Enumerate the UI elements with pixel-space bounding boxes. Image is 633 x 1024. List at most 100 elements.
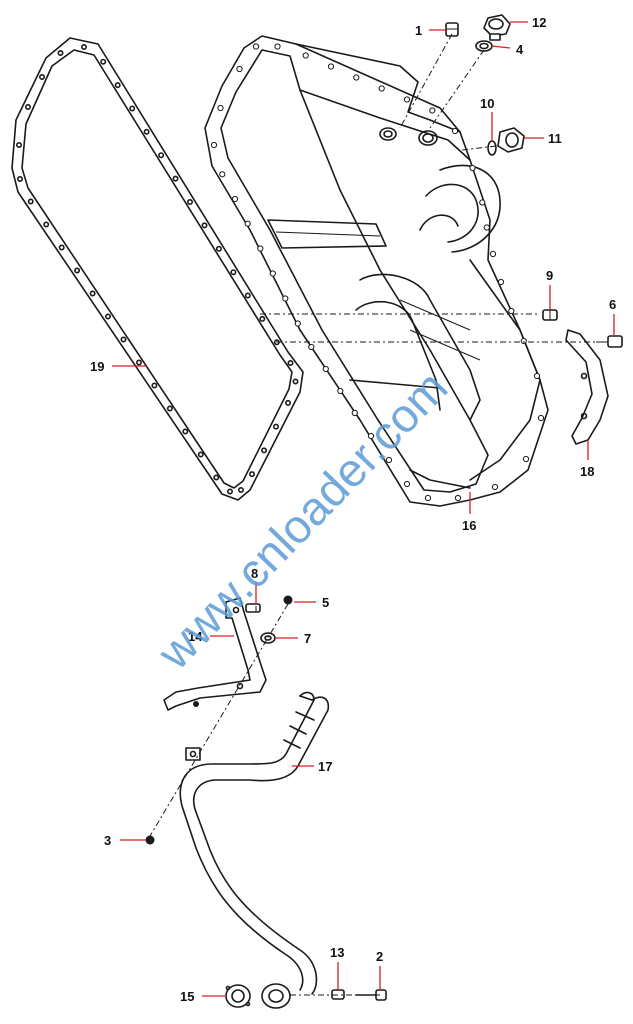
bolt-hole xyxy=(294,320,301,327)
bolt-hole xyxy=(187,199,194,206)
bolt-hole xyxy=(252,43,260,50)
bolt-hole xyxy=(89,290,96,297)
bolt-hole xyxy=(172,175,179,182)
bolt-hole xyxy=(210,141,218,149)
callout-1: 1 xyxy=(415,23,422,38)
bolt-hole xyxy=(259,315,266,322)
bolt-hole xyxy=(236,65,243,73)
nut-part-5 xyxy=(283,595,293,605)
callout-labels: 1 2 3 4 5 6 7 8 9 10 11 12 13 14 15 16 1… xyxy=(90,15,616,1004)
assembly-lines xyxy=(149,33,600,996)
bolt-hole xyxy=(16,176,23,183)
bolt-hole xyxy=(227,488,234,495)
oil-pan-gasket xyxy=(11,37,304,501)
bolt-hole xyxy=(120,336,127,343)
bolt-hole xyxy=(479,199,486,206)
bolt-hole xyxy=(197,451,204,458)
bolt-hole xyxy=(308,343,315,351)
bolt-hole xyxy=(57,49,64,56)
oil-suction-pipe-part-17 xyxy=(179,691,330,995)
bolt-hole xyxy=(322,365,329,373)
bolt-hole xyxy=(378,85,385,92)
bolt-hole xyxy=(136,359,143,366)
pipe-flange xyxy=(261,983,291,1009)
bolt-hole xyxy=(74,267,81,274)
bolt-hole xyxy=(337,387,344,395)
bolt-hole xyxy=(143,128,150,135)
gasket-part-15 xyxy=(225,984,251,1008)
callout-8: 8 xyxy=(251,566,258,581)
callout-6: 6 xyxy=(609,297,616,312)
callout-4: 4 xyxy=(516,42,524,57)
bolt-hole xyxy=(302,52,309,59)
bolt-hole xyxy=(129,105,136,112)
bolt-hole xyxy=(497,278,505,286)
bolt-hole xyxy=(385,456,393,464)
callout-9: 9 xyxy=(546,268,553,283)
bolt-hole xyxy=(166,405,173,412)
bolt-hole xyxy=(105,313,112,320)
callout-leaders xyxy=(112,21,615,997)
bolt-hole xyxy=(217,104,224,112)
bolt-hole xyxy=(537,414,545,422)
callout-15: 15 xyxy=(180,989,194,1004)
bolt-hole xyxy=(151,382,158,389)
bracket-part-18 xyxy=(565,329,609,445)
bolt-hole xyxy=(244,292,251,299)
drain-plug-part-12 xyxy=(483,14,511,41)
watermark: www.cnloader.com xyxy=(146,360,457,679)
bolt-hole xyxy=(533,372,541,380)
bolt-hole xyxy=(215,245,222,252)
callout-10: 10 xyxy=(480,96,494,111)
bolt-hole xyxy=(230,269,237,276)
callout-7: 7 xyxy=(304,631,311,646)
washer-part-10 xyxy=(487,140,497,156)
bolt-hole xyxy=(244,220,251,227)
bolt-hole xyxy=(158,152,165,159)
bolt-part-6 xyxy=(596,335,623,348)
bolt-hole xyxy=(520,337,527,345)
bolt-hole xyxy=(451,127,459,135)
bolt-hole xyxy=(24,104,31,111)
bolt-hole xyxy=(353,74,360,81)
callout-12: 12 xyxy=(532,15,546,30)
bolt-hole xyxy=(238,486,245,493)
bolt-hole xyxy=(274,43,281,50)
washer-part-4 xyxy=(475,40,493,52)
callout-2: 2 xyxy=(376,949,383,964)
plug-part-1 xyxy=(445,22,459,37)
bolt-hole xyxy=(249,471,256,478)
bolt-hole xyxy=(219,171,226,178)
bolt-hole xyxy=(114,82,121,89)
bolt-hole xyxy=(27,198,34,205)
bolt-hole xyxy=(287,359,294,366)
bolt-hole xyxy=(201,222,208,229)
washer-part-7 xyxy=(260,632,276,644)
bolt-hole xyxy=(284,399,291,406)
bolt-hole xyxy=(15,142,22,149)
callout-17: 17 xyxy=(318,759,332,774)
bolt-hole xyxy=(403,96,411,103)
bolt-hole xyxy=(469,164,476,172)
bolt-hole xyxy=(429,107,436,114)
callout-5: 5 xyxy=(322,595,329,610)
bolt-hole xyxy=(231,195,239,203)
callout-3: 3 xyxy=(104,833,111,848)
callout-11: 11 xyxy=(548,131,562,146)
bolt-hole xyxy=(272,423,279,430)
bolt-part-9 xyxy=(542,309,558,321)
bolt-hole xyxy=(454,494,462,502)
bolt-hole xyxy=(522,455,530,463)
support-bracket-part-14 xyxy=(163,597,267,711)
bolt-hole xyxy=(424,494,432,502)
bolt-hole xyxy=(282,295,289,302)
bolt-part-3 xyxy=(145,835,155,845)
bolt-hole xyxy=(489,250,497,258)
bolt-hole xyxy=(43,221,50,228)
callout-18: 18 xyxy=(580,464,594,479)
bolt-hole xyxy=(81,43,88,50)
bolt-hole xyxy=(367,432,375,440)
callout-19: 19 xyxy=(90,359,104,374)
bolt-hole xyxy=(491,483,499,491)
bolt-hole xyxy=(100,58,107,65)
